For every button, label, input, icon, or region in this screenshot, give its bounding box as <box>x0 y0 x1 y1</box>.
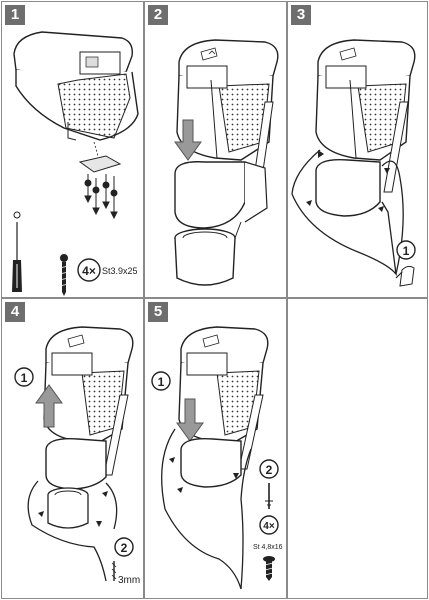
screw-spec-label: St3.9x25 <box>102 266 138 276</box>
step-3-panel: 3 1 <box>287 1 428 298</box>
lift-callout-label: 1 <box>21 371 28 385</box>
step-4-number: 4 <box>5 302 25 322</box>
screwdriver-icon <box>12 211 22 292</box>
armrest-base <box>315 159 381 217</box>
screw-spec-label: St 4,8x16 <box>253 544 283 551</box>
step-1-illustration: 4× St3.9x25 <box>12 31 139 296</box>
step-5-illustration: 1 2 4× St 4,8x16 <box>151 326 283 590</box>
step-1-number: 1 <box>5 5 25 25</box>
step-3-number: 3 <box>291 5 311 25</box>
armrest-base <box>180 438 242 488</box>
step-5-number: 5 <box>148 302 168 322</box>
lift-callout-label: 1 <box>158 375 165 389</box>
lift-callout-badge <box>151 371 171 391</box>
step-4-panel: 4 1 2 3mm <box>1 298 144 599</box>
step-3-illustration: 1 <box>291 39 416 287</box>
drill-bit-icon <box>111 561 117 581</box>
quantity-label: 4× <box>263 521 275 532</box>
screw-icon <box>58 254 70 296</box>
empty-panel <box>287 298 428 599</box>
carpet-outline <box>291 149 397 277</box>
lift-up-arrow <box>35 384 63 428</box>
step-4-illustration: 1 2 3mm <box>14 326 140 586</box>
quantity-badge <box>259 515 279 535</box>
hand-press-icon <box>399 265 415 287</box>
push-down-arrow <box>176 398 204 442</box>
armrest-base <box>45 438 107 490</box>
screw-callout-badge <box>259 459 279 479</box>
screw-icon <box>263 556 275 581</box>
callout-label: 1 <box>403 244 410 258</box>
drill-callout-label: 2 <box>121 541 128 555</box>
quantity-label: 4× <box>82 264 96 278</box>
carpet-outline <box>27 480 107 582</box>
drill-size-label: 3mm <box>118 575 140 586</box>
step-1-panel: 1 <box>1 1 144 298</box>
callout-badge <box>396 240 416 260</box>
quantity-badge <box>77 258 101 282</box>
lift-callout-badge <box>14 367 34 387</box>
screwdriver-bit-icon <box>265 483 273 509</box>
step-5-panel: 5 1 2 4× St 4,8x16 <box>144 298 287 599</box>
drill-callout-badge <box>114 537 134 557</box>
step-2-number: 2 <box>148 5 168 25</box>
carpet-outline <box>161 428 252 590</box>
screw-callout-label: 2 <box>266 463 273 477</box>
step-2-panel: 2 <box>144 1 287 298</box>
mounting-bracket <box>78 155 122 173</box>
armrest-base <box>174 161 246 229</box>
bracket-screws <box>84 174 118 220</box>
dotted-side-panel <box>57 73 131 139</box>
step-2-illustration <box>174 39 279 286</box>
push-down-arrow <box>174 119 202 161</box>
